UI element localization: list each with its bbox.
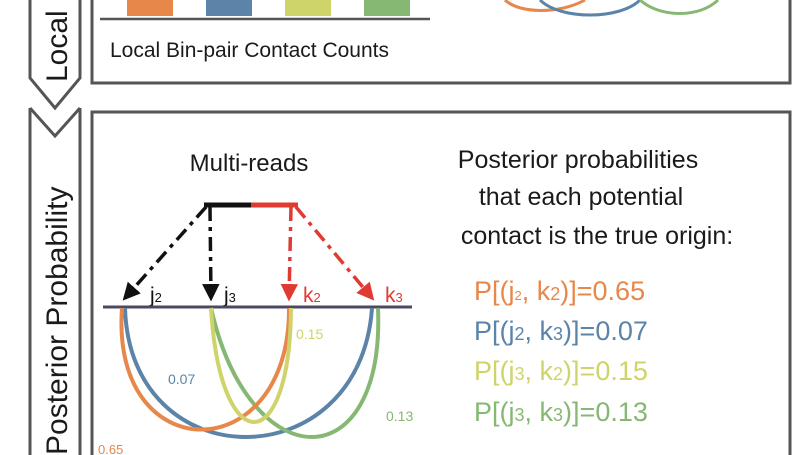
arrow-to-k2 [280, 206, 299, 302]
bottom-panel: Posterior Probability Multi-reads j2 j3 [28, 107, 792, 455]
bottom-side-tab [28, 108, 82, 455]
count-bar-blue [206, 0, 252, 16]
bin-label-j2: j2 [149, 284, 162, 307]
count-bar-orange [127, 0, 173, 16]
posterior-title-line-3: contact is the true origin: [461, 222, 733, 250]
top-panel: Local Local Bin-pair Contact Counts [28, 0, 792, 111]
arc-label-j3k2: 0.15 [296, 326, 323, 342]
posterior-j3-k3: P[(j3, k3)]=0.13 [474, 397, 648, 427]
top-panel-frame [90, 0, 792, 85]
arc-j2-k3 [123, 307, 374, 439]
posterior-title-line-2: that each potential [479, 183, 683, 211]
count-bar-green [364, 0, 410, 16]
top-caption: Local Bin-pair Contact Counts [110, 39, 389, 62]
top-arc-blue [538, 0, 642, 17]
bottom-panel-frame [90, 110, 792, 455]
bottom-side-label: Posterior Probability [41, 187, 74, 455]
top-arc-orange [503, 0, 586, 12]
posterior-j2-k2: P[(j2, k2)]=0.65 [474, 276, 645, 306]
arc-label-j2k3: 0.07 [168, 371, 195, 387]
bin-label-k2: k2 [303, 284, 321, 307]
posterior-j3-k2: P[(j3, k2)]=0.15 [474, 356, 648, 386]
arc-j3-k3 [209, 307, 381, 439]
posterior-j2-k3: P[(j2, k3)]=0.07 [474, 316, 648, 346]
arc-label-j3k3: 0.13 [386, 408, 413, 424]
arc-j3-k2 [209, 307, 293, 424]
arrow-to-j2 [122, 205, 208, 301]
arc-label-j2k2: 0.65 [98, 442, 123, 455]
multireads-label: Multi-reads [190, 150, 309, 177]
arrow-to-j3 [202, 206, 220, 302]
top-arc-green [638, 0, 720, 15]
bin-label-j3: j3 [223, 284, 236, 307]
count-bar-yellow [285, 0, 331, 16]
top-side-label: Local [41, 10, 74, 82]
bottom-side-chevron [28, 107, 82, 139]
arrow-to-k3 [294, 205, 375, 301]
top-side-tab [28, 0, 82, 111]
bin-label-k3: k3 [385, 284, 403, 307]
arc-j2-k2 [119, 307, 292, 432]
posterior-title-line-1: Posterior probabilities [458, 146, 698, 174]
